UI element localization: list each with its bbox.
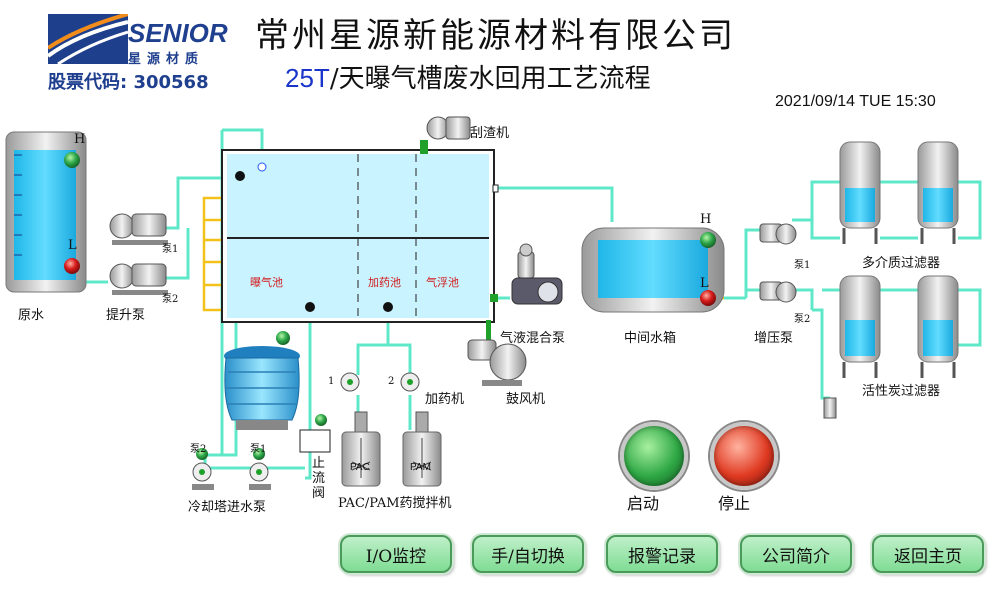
cooling-pump-1-label: 泵1 bbox=[250, 444, 267, 455]
lift-pump-1-label: 泵1 bbox=[162, 244, 179, 255]
flotation-pool-label: 气浮池 bbox=[426, 276, 459, 289]
lift-pump-1-icon[interactable] bbox=[109, 213, 168, 245]
check-valve-indicator bbox=[315, 414, 327, 426]
stop-button[interactable] bbox=[710, 422, 778, 490]
raw-water-label: 原水 bbox=[18, 308, 45, 323]
return-home-button[interactable]: 返回主页 bbox=[872, 535, 984, 573]
company-title: 常州星源新能源材料有限公司 bbox=[255, 16, 736, 56]
logo-name: SENIOR bbox=[128, 18, 228, 48]
io-monitor-button[interactable]: I/O监控 bbox=[340, 535, 452, 573]
pam-label: PAM bbox=[410, 462, 431, 473]
multi-media-filter-label: 多介质过滤器 bbox=[862, 256, 941, 271]
blower-label: 鼓风机 bbox=[506, 392, 546, 407]
capacity-code: 25T bbox=[285, 63, 330, 93]
middle-tank-high-indicator bbox=[700, 232, 716, 248]
middle-tank-low-label: L bbox=[700, 276, 709, 291]
gas-liquid-pump-icon[interactable] bbox=[490, 243, 563, 305]
logo-mark-icon bbox=[46, 12, 129, 66]
raw-tank-low-label: L bbox=[68, 238, 77, 253]
cooling-pump-2-indicator bbox=[196, 448, 208, 460]
start-label: 启动 bbox=[627, 494, 660, 513]
booster-pump-2-label: 泵2 bbox=[794, 314, 811, 325]
check-valve-icon[interactable] bbox=[299, 429, 331, 453]
cooling-tower-indicator bbox=[276, 331, 290, 345]
gas-liquid-pump-label: 气液混合泵 bbox=[500, 331, 566, 346]
middle-water-tank bbox=[581, 227, 725, 313]
dosing-pump-2-label: 2 bbox=[388, 376, 395, 387]
lift-pump-label: 提升泵 bbox=[106, 308, 146, 323]
page-title: 25T/天曝气槽废水回用工艺流程 bbox=[285, 58, 651, 95]
middle-tank-low-indicator bbox=[700, 290, 716, 306]
dosing-pump-2-icon[interactable] bbox=[400, 372, 420, 392]
carbon-filter-label: 活性炭过滤器 bbox=[862, 384, 941, 399]
middle-tank-high-label: H bbox=[700, 212, 712, 227]
cooling-pump-1-icon[interactable] bbox=[249, 462, 271, 490]
multi-media-filter-1 bbox=[839, 141, 881, 244]
dosing-machine-label: 加药机 bbox=[425, 392, 465, 407]
datetime: 2021/09/14 TUE 15:30 bbox=[775, 93, 936, 110]
carbon-filter-2 bbox=[917, 275, 959, 378]
process-title: /天曝气槽废水回用工艺流程 bbox=[329, 64, 651, 94]
mixer-label: PAC/PAM药搅拌机 bbox=[338, 496, 452, 511]
raw-tank-low-indicator bbox=[64, 258, 80, 274]
lift-pump-2-label: 泵2 bbox=[162, 294, 179, 305]
check-valve-label: 止流阀 bbox=[312, 456, 326, 501]
carbon-filter-1 bbox=[839, 275, 881, 378]
outlet-valve-icon[interactable] bbox=[823, 397, 837, 419]
lift-pump-2-icon[interactable] bbox=[109, 263, 168, 295]
booster-pump-2-icon[interactable] bbox=[759, 281, 797, 303]
booster-pump-1-label: 泵1 bbox=[794, 260, 811, 271]
scraper-icon[interactable] bbox=[420, 116, 471, 154]
manual-auto-switch-button[interactable]: 手/自切换 bbox=[472, 535, 584, 573]
dosing-pump-1-icon[interactable] bbox=[340, 372, 360, 392]
raw-water-tank bbox=[5, 131, 87, 293]
dosing-pool-label: 加药池 bbox=[368, 276, 401, 289]
cooling-tower bbox=[224, 346, 300, 430]
stock-code: 股票代码: 300568 bbox=[48, 72, 209, 93]
aeration-pool bbox=[221, 149, 495, 323]
logo-subname: 星源材质 bbox=[128, 52, 205, 67]
blower-icon[interactable] bbox=[467, 320, 527, 386]
raw-tank-high-indicator bbox=[64, 152, 80, 168]
pam-tank bbox=[402, 411, 442, 487]
multi-media-filter-2 bbox=[917, 141, 959, 244]
cooling-pump-2-icon[interactable] bbox=[192, 462, 214, 490]
cooling-tower-pump-label: 冷却塔进水泵 bbox=[188, 500, 267, 515]
start-button[interactable] bbox=[620, 422, 688, 490]
scraper-label: 刮渣机 bbox=[470, 126, 510, 141]
booster-pump-1-icon[interactable] bbox=[759, 223, 797, 245]
raw-tank-high-label: H bbox=[74, 132, 86, 147]
aeration-pool-label: 曝气池 bbox=[250, 276, 283, 289]
stop-label: 停止 bbox=[718, 494, 751, 513]
pac-tank bbox=[341, 411, 381, 487]
logo bbox=[46, 12, 129, 66]
pac-label: PAC bbox=[350, 462, 370, 473]
dosing-pump-1-label: 1 bbox=[328, 376, 335, 387]
booster-pump-label: 增压泵 bbox=[754, 331, 794, 346]
alarm-record-button[interactable]: 报警记录 bbox=[606, 535, 718, 573]
cooling-pump-2-label: 泵2 bbox=[190, 444, 207, 455]
cooling-pump-1-indicator bbox=[253, 448, 265, 460]
middle-tank-label: 中间水箱 bbox=[624, 331, 677, 346]
company-profile-button[interactable]: 公司简介 bbox=[740, 535, 852, 573]
